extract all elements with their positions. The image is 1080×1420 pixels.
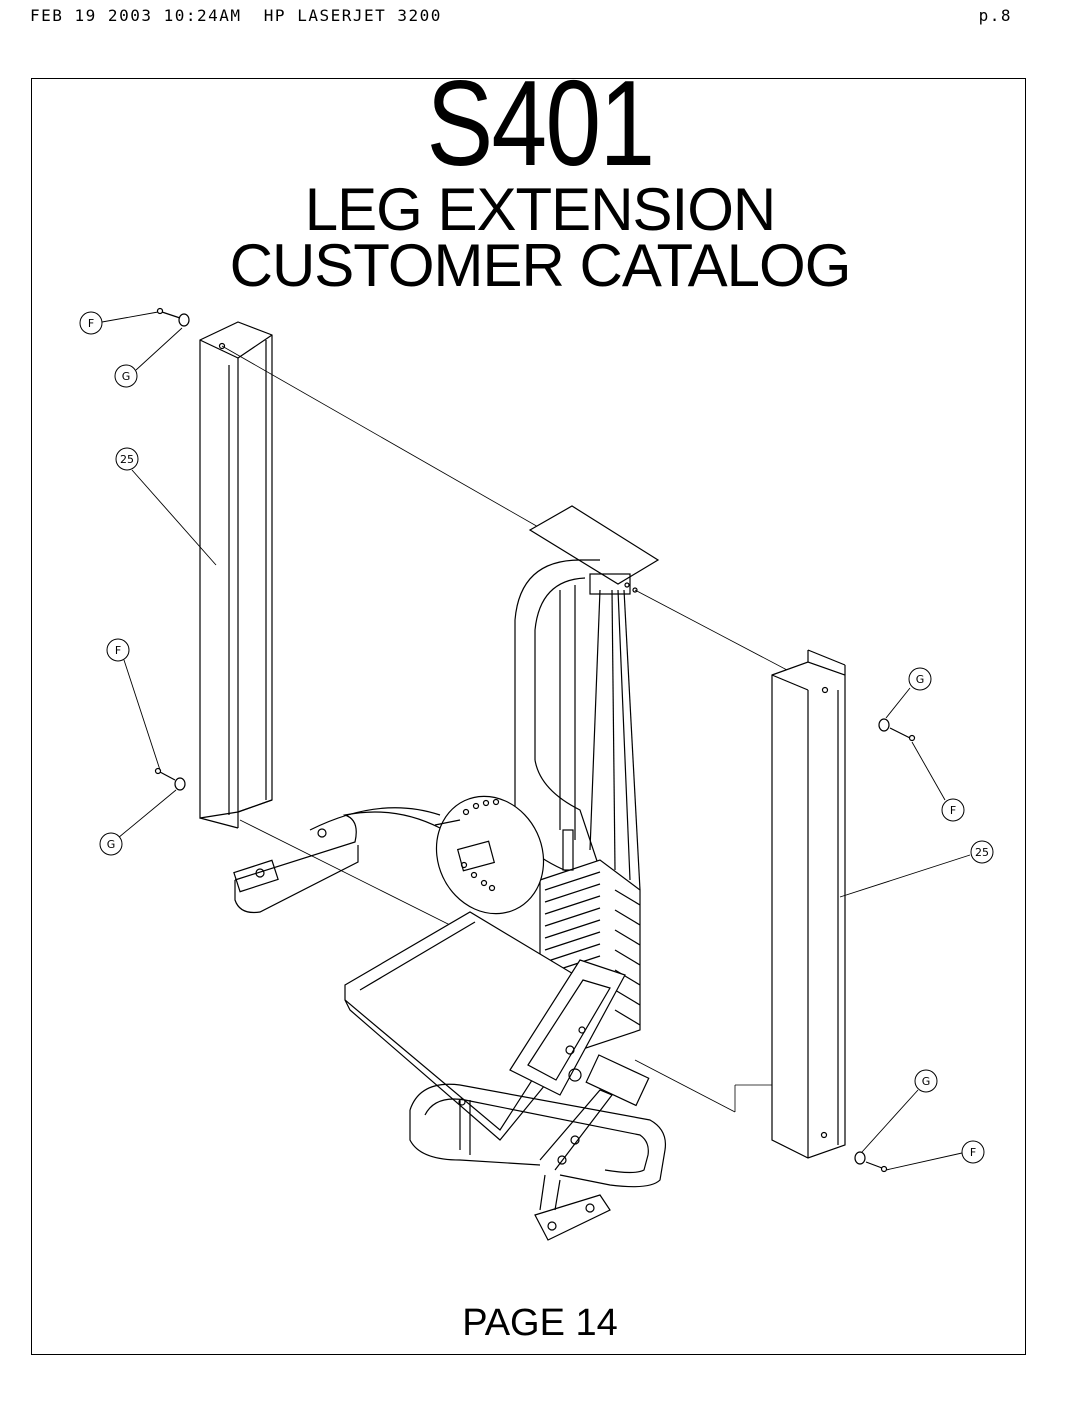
callout-f-mid-left: F bbox=[106, 638, 130, 662]
fax-header-text: FEB 19 2003 10:24AM HP LASERJET 3200 bbox=[30, 6, 442, 25]
callout-f-label: F bbox=[115, 644, 121, 657]
callout-f-label: F bbox=[950, 804, 956, 817]
callout-25-label: 25 bbox=[975, 846, 989, 859]
bolt-hardware-bottom-right bbox=[854, 1151, 888, 1173]
catalog-title-line-2: CUSTOMER CATALOG bbox=[229, 232, 852, 299]
callout-25-label: 25 bbox=[120, 453, 134, 466]
back-pad bbox=[509, 959, 626, 1096]
callout-g-label: G bbox=[916, 673, 925, 686]
callout-f-label: F bbox=[88, 317, 94, 330]
callout-g-label: G bbox=[122, 370, 131, 383]
callout-g-label: G bbox=[107, 838, 116, 851]
callout-f-top-left: F bbox=[79, 311, 103, 335]
catalog-page-frame bbox=[31, 78, 1026, 1355]
callout-g-top-right: G bbox=[908, 667, 932, 691]
cam-plate bbox=[434, 795, 545, 915]
left-shroud-panel bbox=[199, 321, 273, 829]
bolt-hardware-top-right bbox=[878, 718, 916, 742]
fax-page-indicator: p.8 bbox=[978, 6, 1012, 25]
callout-f-bottom-right: F bbox=[961, 1140, 985, 1164]
base-frame bbox=[409, 1083, 667, 1241]
page-number: PAGE 14 bbox=[462, 1302, 618, 1344]
callout-g-bottom-left: G bbox=[99, 832, 123, 856]
callout-f-right: F bbox=[941, 798, 965, 822]
callout-25-left: 25 bbox=[115, 447, 139, 471]
bolt-hardware-top-left bbox=[156, 307, 190, 327]
bolt-hardware-bottom-left bbox=[154, 767, 186, 791]
lever-arm bbox=[233, 807, 441, 914]
callout-25-right: 25 bbox=[970, 840, 994, 864]
catalog-title-line-1: LEG EXTENSION bbox=[304, 176, 776, 243]
callout-f-label: F bbox=[970, 1146, 976, 1159]
callout-g-label: G bbox=[922, 1075, 931, 1088]
callout-g-top-left: G bbox=[114, 364, 138, 388]
right-shroud-panel bbox=[771, 649, 846, 1159]
callout-g-bottom-right: G bbox=[914, 1069, 938, 1093]
model-title: S401 bbox=[426, 55, 655, 191]
